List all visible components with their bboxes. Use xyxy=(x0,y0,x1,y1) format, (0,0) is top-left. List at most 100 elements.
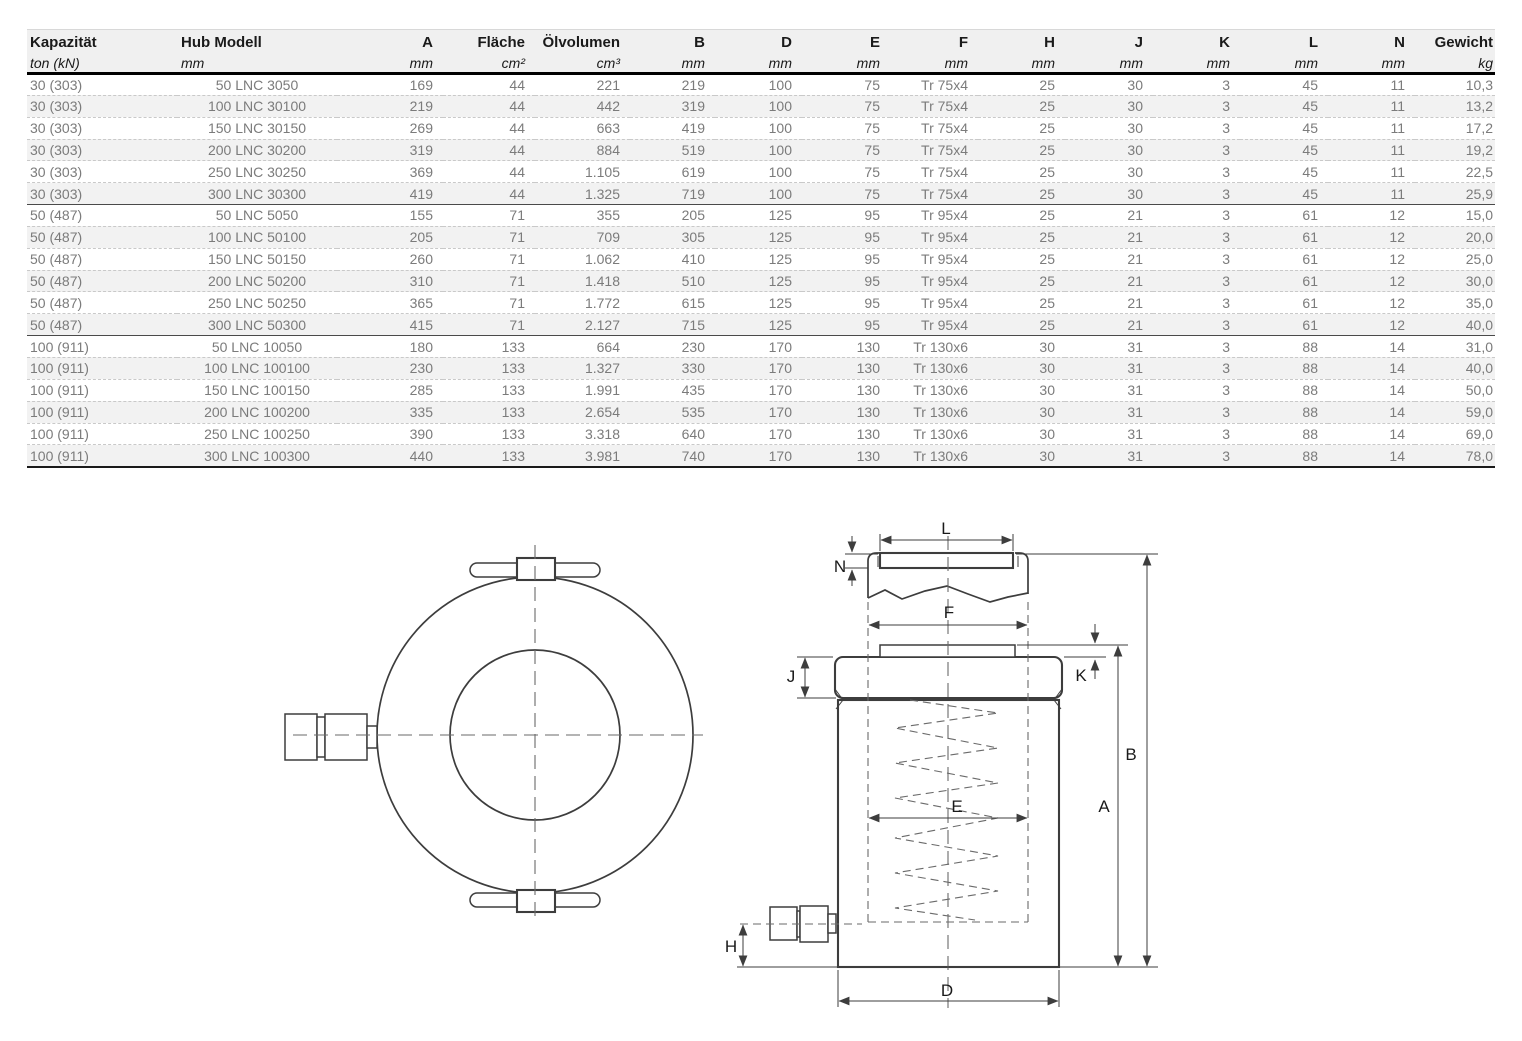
table-cell-k: 3 xyxy=(1222,404,1230,421)
table-cell-oelvolumen: 442 xyxy=(596,98,620,115)
table-cell-n: 11 xyxy=(1390,120,1405,137)
table-cell-h: 25 xyxy=(1039,316,1055,333)
table-cell-oelvolumen: 355 xyxy=(596,207,620,224)
table-cell-k: 3 xyxy=(1222,76,1230,93)
table-cell-h: 25 xyxy=(1039,207,1055,224)
table-cell-j: 31 xyxy=(1127,338,1143,355)
table-cell-n: 11 xyxy=(1390,76,1405,93)
table-cell-oelvolumen: 2.654 xyxy=(584,404,620,421)
table-cell-d: 170 xyxy=(768,447,792,464)
column-unit-gewicht: kg xyxy=(1478,55,1493,72)
table-cell-e: 95 xyxy=(864,294,880,311)
dim-label-K: K xyxy=(1075,666,1087,685)
table-cell-gewicht: 13,2 xyxy=(1465,98,1493,115)
column-unit-h: mm xyxy=(1031,55,1055,72)
table-cell-hub_modell: 200 LNC 50200 xyxy=(207,273,307,290)
table-cell-l: 45 xyxy=(1302,98,1318,115)
table-cell-oelvolumen: 3.318 xyxy=(584,425,620,442)
table-cell-n: 11 xyxy=(1390,98,1405,115)
table-cell-d: 125 xyxy=(768,229,792,246)
table-cell-j: 21 xyxy=(1127,251,1143,268)
table-cell-f: Tr 95x4 xyxy=(921,316,968,333)
table-cell-kapazitaet: 30 (303) xyxy=(30,120,83,137)
table-cell-h: 30 xyxy=(1039,404,1055,421)
table-cell-hub_modell: 300 LNC 30300 xyxy=(207,185,307,202)
table-cell-k: 3 xyxy=(1222,120,1230,137)
dim-label-J: J xyxy=(787,667,796,686)
table-cell-b: 715 xyxy=(681,316,705,333)
spring-hidden-line xyxy=(894,699,999,921)
table-cell-k: 3 xyxy=(1222,447,1230,464)
table-cell-oelvolumen: 1.105 xyxy=(584,163,620,180)
table-cell-b: 419 xyxy=(681,120,705,137)
table-cell-gewicht: 25,0 xyxy=(1465,251,1493,268)
dim-label-N: N xyxy=(834,557,846,576)
table-cell-b: 330 xyxy=(681,360,705,377)
table-cell-hub_modell: 300 LNC 50300 xyxy=(207,316,307,333)
table-cell-f: Tr 130x6 xyxy=(913,404,968,421)
column-unit-hub_modell: mm xyxy=(181,55,205,72)
technical-drawing: L N F J K B A E H D xyxy=(284,519,1158,1008)
table-cell-f: Tr 75x4 xyxy=(921,98,968,115)
table-cell-h: 25 xyxy=(1039,163,1055,180)
column-unit-oelvolumen: cm³ xyxy=(596,55,620,72)
table-cell-b: 219 xyxy=(681,76,705,93)
table-cell-kapazitaet: 100 (911) xyxy=(30,338,89,355)
coupler-fitting-top-view xyxy=(284,713,378,761)
table-cell-d: 100 xyxy=(768,120,792,137)
table-cell-h: 25 xyxy=(1039,251,1055,268)
column-header-f: F xyxy=(958,33,968,51)
table-cell-gewicht: 59,0 xyxy=(1465,404,1493,421)
table-cell-a: 205 xyxy=(409,229,433,246)
table-cell-n: 11 xyxy=(1390,141,1405,158)
table-cell-a: 310 xyxy=(409,273,433,290)
table-cell-j: 30 xyxy=(1127,120,1143,137)
table-cell-e: 130 xyxy=(856,382,880,399)
table-cell-e: 95 xyxy=(864,229,880,246)
column-header-n: N xyxy=(1394,33,1405,51)
table-cell-a: 335 xyxy=(409,404,433,421)
table-cell-h: 30 xyxy=(1039,425,1055,442)
table-cell-l: 61 xyxy=(1302,251,1318,268)
column-header-a: A xyxy=(422,33,433,51)
table-cell-h: 25 xyxy=(1039,98,1055,115)
table-cell-d: 125 xyxy=(768,273,792,290)
table-cell-d: 170 xyxy=(768,425,792,442)
table-cell-f: Tr 75x4 xyxy=(921,185,968,202)
table-cell-j: 31 xyxy=(1127,425,1143,442)
table-cell-n: 12 xyxy=(1389,229,1405,246)
table-cell-h: 25 xyxy=(1039,141,1055,158)
table-cell-oelvolumen: 2.127 xyxy=(584,316,620,333)
table-cell-b: 319 xyxy=(681,98,705,115)
table-cell-n: 12 xyxy=(1389,273,1405,290)
table-cell-h: 30 xyxy=(1039,360,1055,377)
table-cell-hub_modell: 100 LNC 30100 xyxy=(207,98,307,115)
table-cell-n: 12 xyxy=(1389,316,1405,333)
table-cell-l: 88 xyxy=(1302,382,1318,399)
table-cell-flaeche: 71 xyxy=(509,207,525,224)
table-cell-b: 640 xyxy=(681,425,705,442)
table-cell-gewicht: 35,0 xyxy=(1465,294,1493,311)
table-cell-oelvolumen: 709 xyxy=(596,229,620,246)
table-cell-d: 100 xyxy=(768,76,792,93)
table-cell-j: 30 xyxy=(1127,76,1143,93)
table-cell-flaeche: 71 xyxy=(509,294,525,311)
table-cell-h: 25 xyxy=(1039,273,1055,290)
table-cell-hub_modell: 150 LNC 100150 xyxy=(204,382,310,399)
table-cell-e: 130 xyxy=(856,447,880,464)
table-cell-kapazitaet: 50 (487) xyxy=(30,251,83,268)
table-cell-a: 390 xyxy=(409,425,433,442)
dim-label-D: D xyxy=(941,981,953,1000)
column-header-flaeche: Fläche xyxy=(477,33,525,51)
table-cell-e: 130 xyxy=(856,360,880,377)
table-cell-a: 319 xyxy=(409,141,433,158)
column-header-b: B xyxy=(694,33,705,51)
